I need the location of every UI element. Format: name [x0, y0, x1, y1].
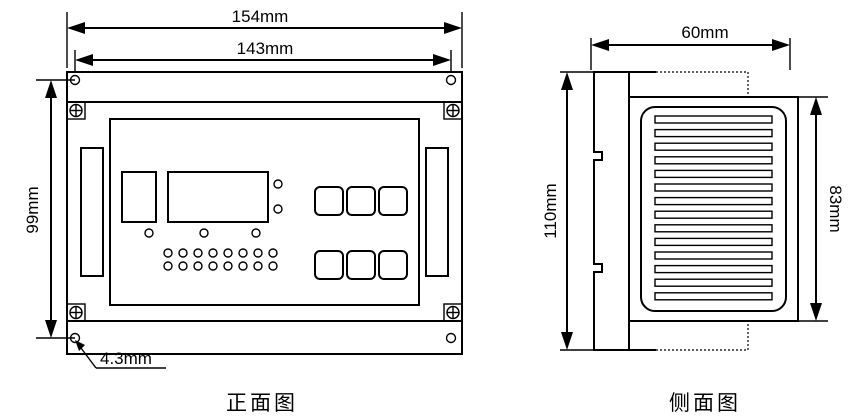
led-dot-icon: [193, 248, 203, 258]
front-outer-frame: [66, 71, 463, 355]
small-display: [121, 171, 157, 223]
front-view: 154mm 143mm 99mm: [23, 7, 463, 415]
side-body: [628, 96, 799, 322]
height-label: 99mm: [23, 186, 42, 233]
vent-slot: [654, 128, 773, 138]
led-dot-icon: [163, 261, 173, 271]
screw-icon: [66, 101, 86, 120]
vent-height-label: 83mm: [826, 185, 845, 232]
led-dot-icon: [268, 248, 278, 258]
led-dot-icon: [178, 261, 188, 271]
left-terminal-block: [80, 147, 104, 277]
bottom-dotted-outline: [656, 321, 749, 351]
indicator-light-icon: [251, 228, 261, 238]
keypad-button: [378, 186, 408, 216]
mounting-hole-icon: [445, 332, 457, 344]
dimension-83: 83mm: [798, 96, 845, 322]
dimension-143: 143mm: [74, 39, 452, 72]
vent-slot: [654, 251, 773, 260]
screw-icon: [66, 303, 86, 322]
dimension-110: 110mm: [541, 71, 594, 351]
dimension-99: 99mm: [23, 79, 75, 339]
vent-slots: [654, 115, 773, 301]
led-dot-icon: [223, 248, 233, 258]
vent-slot: [654, 142, 773, 151]
vent-slot: [654, 224, 773, 233]
vent-slot: [654, 196, 773, 206]
vent-slot: [654, 278, 773, 287]
indicator-light-icon: [273, 179, 283, 189]
vent-slot: [654, 264, 773, 274]
vent-frame: [640, 106, 787, 312]
vent-slot: [654, 115, 773, 124]
led-dot-icon: [193, 261, 203, 271]
top-dotted-outline: [656, 71, 749, 97]
keypad-button: [378, 250, 408, 280]
vent-slot: [654, 210, 773, 219]
screw-icon: [443, 101, 463, 120]
main-display: [167, 171, 269, 223]
dimension-60: 60mm: [590, 23, 791, 70]
screw-icon: [443, 303, 463, 322]
led-dot-icon: [253, 248, 263, 258]
front-view-caption: 正面图: [226, 391, 298, 415]
side-height-label: 110mm: [541, 183, 560, 238]
mounting-hole-icon: [69, 74, 81, 86]
right-terminal-block: [425, 147, 449, 277]
led-dot-icon: [163, 248, 173, 258]
led-dot-icon: [178, 248, 188, 258]
led-dot-icon: [208, 261, 218, 271]
vent-slot: [654, 183, 773, 192]
hole-diameter-label: 4.3mm: [100, 349, 152, 368]
display-panel: [109, 118, 420, 306]
vent-slot: [654, 292, 773, 301]
led-dot-icon: [238, 248, 248, 258]
din-rail-bracket: [593, 71, 630, 351]
vent-slot: [654, 156, 773, 165]
depth-label: 60mm: [681, 23, 728, 42]
indicator-light-icon: [273, 204, 283, 214]
led-dot-icon: [223, 261, 233, 271]
vent-slot: [654, 169, 773, 179]
side-view-caption: 侧面图: [669, 391, 741, 415]
keypad-button: [346, 250, 376, 280]
hole-spacing-label: 143mm: [237, 39, 294, 58]
keypad-button: [314, 186, 344, 216]
led-dot-icon: [238, 261, 248, 271]
width-label: 154mm: [232, 7, 289, 26]
side-view: 60mm 110mm 83mm 侧面: [541, 23, 845, 415]
mounting-hole-icon: [69, 332, 81, 344]
led-dot-icon: [253, 261, 263, 271]
front-body: [66, 101, 463, 322]
indicator-light-icon: [199, 228, 209, 238]
indicator-light-icon: [144, 228, 154, 238]
keypad-button: [314, 250, 344, 280]
vent-slot: [654, 237, 773, 247]
led-dot-grid: [163, 248, 278, 271]
keypad-button: [346, 186, 376, 216]
mounting-hole-icon: [445, 74, 457, 86]
hole-diameter-leader: 4.3mm: [75, 340, 166, 369]
dimension-154: 154mm: [66, 7, 463, 68]
led-dot-icon: [268, 261, 278, 271]
led-dot-icon: [208, 248, 218, 258]
